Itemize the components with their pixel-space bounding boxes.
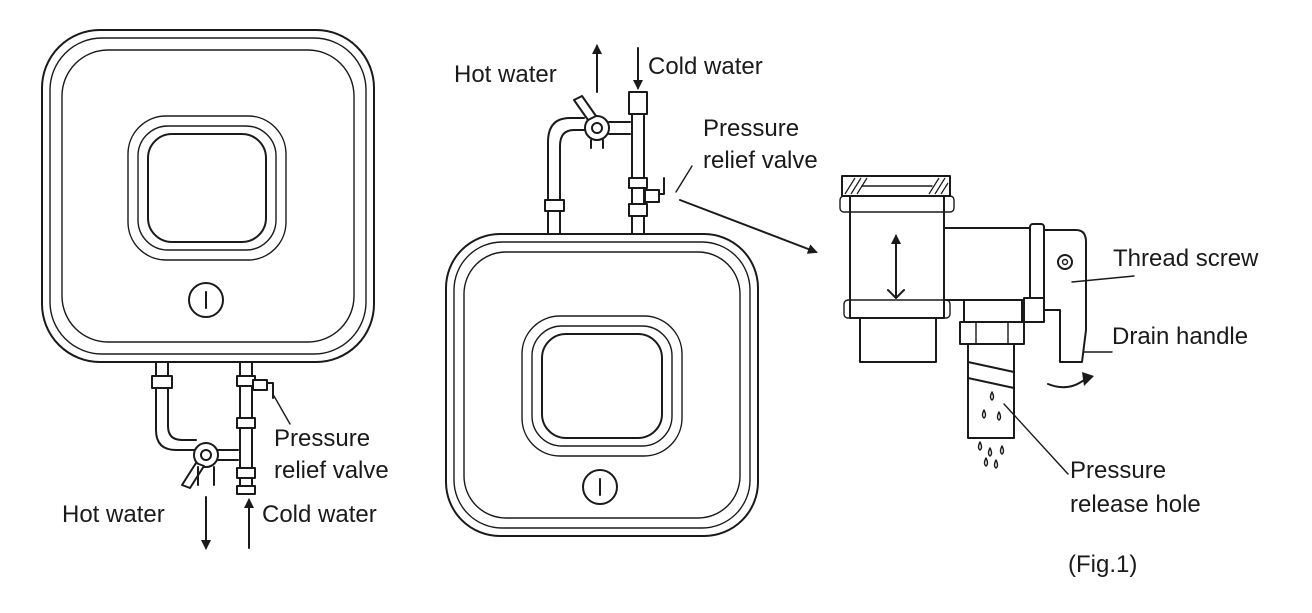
- center-valve-label-2: relief valve: [703, 147, 818, 174]
- thread-screw-label: Thread screw: [1113, 245, 1259, 272]
- center-display-frame: [521, 315, 683, 457]
- drain-handle: [1043, 229, 1087, 363]
- valve-stem: [1023, 297, 1045, 323]
- water-drops: [977, 391, 1005, 469]
- left-valve-label-1: Pressure: [274, 425, 370, 452]
- detail-pointer-arrow: [679, 199, 818, 254]
- rotate-direction-arrow: [1047, 379, 1085, 389]
- left-hot-pipe: [151, 361, 239, 489]
- valve-side-branch: [943, 227, 1031, 301]
- center-valve-label-1: Pressure: [703, 115, 799, 142]
- center-control-knob: [582, 469, 618, 505]
- left-water-heater: Pressure relief valve Hot water Cold wat…: [41, 29, 389, 550]
- left-hot-ball-valve: [193, 442, 219, 468]
- center-tank-outer: [445, 233, 759, 537]
- drain-handle-label: Drain handle: [1112, 323, 1248, 350]
- release-hole-leader: [1003, 403, 1069, 475]
- center-display-window: [541, 333, 663, 439]
- left-display-frame: [127, 115, 287, 261]
- left-tank-outer: [41, 29, 375, 363]
- outlet-hex: [959, 321, 1025, 345]
- center-valve-leader-line: [675, 165, 693, 193]
- relief-valve-detail: Thread screw Drain handle Pressure relea…: [839, 175, 1259, 518]
- thread-screw-leader: [1071, 275, 1135, 283]
- left-hot-water-label: Hot water: [62, 501, 165, 528]
- outlet-pipe: [967, 343, 1015, 439]
- release-hole-label-1: Pressure: [1070, 457, 1166, 484]
- center-hot-water-label: Hot water: [454, 61, 557, 88]
- left-valve-handle: [181, 462, 205, 489]
- left-valve-leader-line: [273, 395, 291, 425]
- center-cold-pipe: [628, 91, 665, 235]
- left-cold-water-label: Cold water: [262, 501, 377, 528]
- center-hot-pipe: [544, 95, 631, 235]
- left-cold-pipe: [236, 361, 274, 495]
- left-control-knob: [188, 282, 224, 318]
- center-relief-valve: [644, 189, 660, 203]
- left-display-window: [147, 133, 267, 243]
- release-hole-label-2: release hole: [1070, 491, 1201, 518]
- valve-bottom-thread: [859, 317, 937, 363]
- center-valve-handle: [573, 95, 597, 121]
- center-cold-water-label: Cold water: [648, 53, 763, 80]
- thread-screw: [1057, 254, 1073, 270]
- left-relief-valve: [252, 379, 268, 391]
- center-water-heater: Hot water Cold water Pressure relief val…: [445, 44, 818, 537]
- left-valve-label-2: relief valve: [274, 457, 389, 484]
- figure-caption: (Fig.1): [1068, 551, 1137, 578]
- outlet-nut: [963, 299, 1023, 323]
